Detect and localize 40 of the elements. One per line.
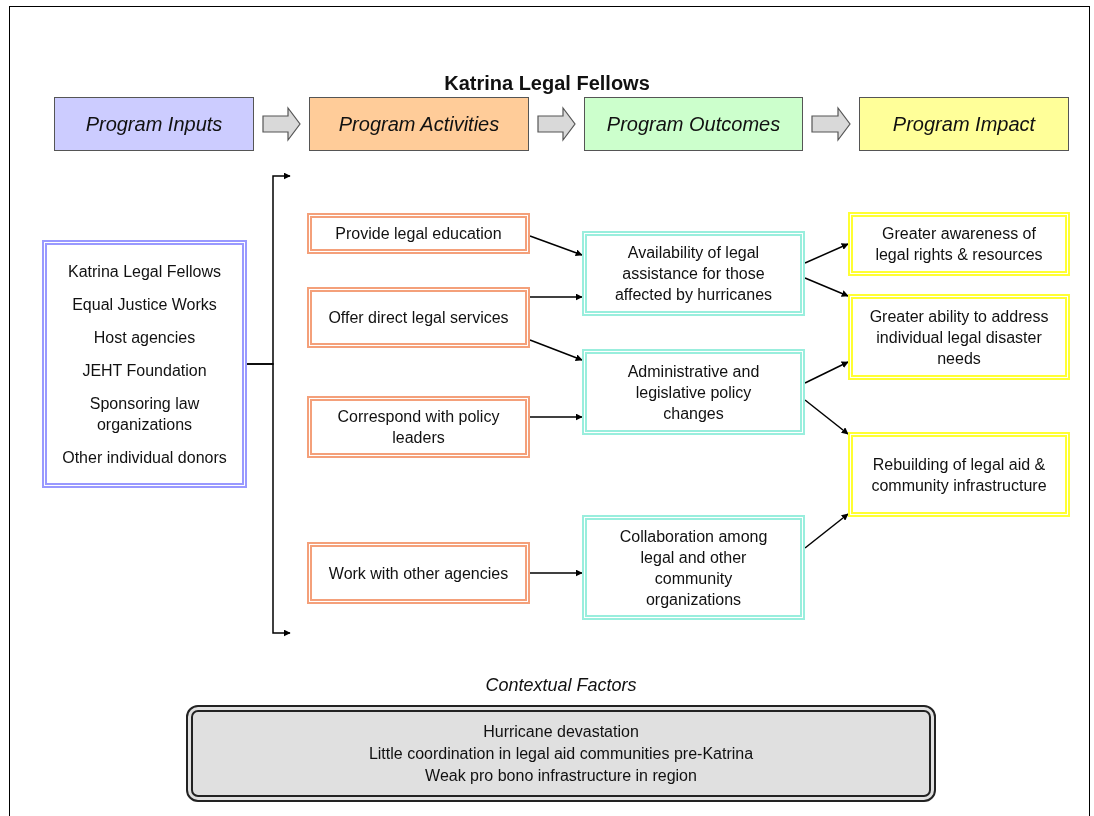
factor-text: Weak pro bono infrastructure in region (425, 765, 697, 786)
arrow (804, 277, 849, 297)
arrow (804, 243, 849, 264)
input-item: JEHT Foundation (82, 360, 207, 381)
arrow (529, 293, 583, 301)
input-item: Equal Justice Works (72, 294, 217, 315)
input-item: Other individual donors (62, 447, 227, 468)
block-arrow (537, 106, 576, 142)
inputs-box (42, 240, 247, 488)
stage-header: Program Activities (309, 97, 529, 151)
stage-header: Program Outcomes (584, 97, 803, 151)
text-box: Work with other agencies (307, 542, 530, 604)
arrow (529, 413, 583, 421)
input-item: Sponsoring law organizations (88, 393, 201, 435)
stage-header: Program Inputs (54, 97, 254, 151)
text-box: Availability of legal assistance for those affected by hurricanes (582, 231, 805, 316)
arrow (529, 339, 583, 361)
text-box: Correspond with policy leaders (307, 396, 530, 458)
diagram-title: Katrina Legal Fellows (443, 71, 651, 96)
factor-text: Little coordination in legal aid communities pre-Katrina (368, 743, 754, 764)
section-heading: Contextual Factors (485, 674, 637, 697)
block-arrow (811, 106, 851, 142)
input-item: Katrina Legal Fellows (68, 261, 221, 282)
text-box: Greater awareness of legal rights & resources (848, 212, 1070, 276)
text-box: Greater ability to address individual legal disaster needs (848, 294, 1070, 380)
input-item: Host agencies (93, 327, 196, 348)
block-arrow (262, 106, 301, 142)
arrow (804, 399, 849, 435)
text-box: Provide legal education (307, 213, 530, 254)
arrow (246, 363, 291, 637)
text-box: Collaboration among legal and other community organizations (582, 515, 805, 620)
text-box: Rebuilding of legal aid & community infrastructure (848, 432, 1070, 517)
arrow (804, 513, 849, 549)
stage-header: Program Impact (859, 97, 1069, 151)
arrow (804, 361, 849, 384)
text-box: Administrative and legislative policy changes (582, 349, 805, 435)
factor-text: Hurricane devastation (483, 721, 639, 742)
arrow (529, 569, 583, 577)
text-box: Offer direct legal services (307, 287, 530, 348)
arrow (529, 235, 583, 257)
